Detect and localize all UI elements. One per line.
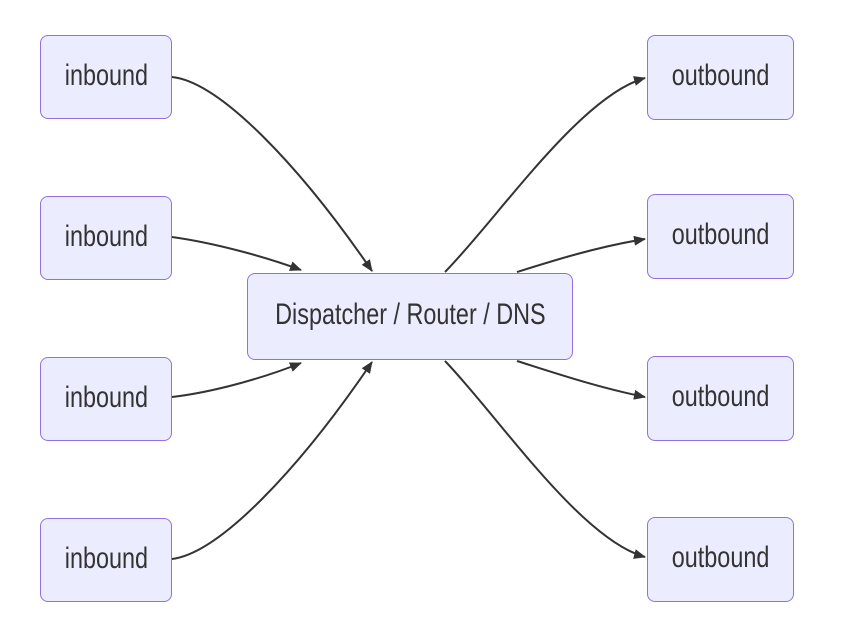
edge-dispatcher-to-outbound-4 [444,360,646,559]
node-outbound-4: outbound [647,517,794,602]
node-outbound-1-label: outbound [671,59,770,92]
edge-dispatcher-to-outbound-1 [444,76,646,273]
node-outbound-3: outbound [647,356,794,441]
node-dispatcher-router-dns: Dispatcher / Router / DNS [247,273,573,360]
node-outbound-4-label: outbound [671,541,770,574]
node-outbound-3-label: outbound [671,380,770,413]
node-inbound-4-label: inbound [64,541,148,575]
node-dispatcher-router-dns-label: Dispatcher / Router / DNS [274,298,546,331]
node-inbound-3-label: inbound [64,380,148,414]
edge-inbound-2-to-dispatcher [171,236,302,271]
node-inbound-2-label: inbound [64,219,148,253]
node-outbound-2-label: outbound [671,218,770,251]
node-inbound-4: inbound [40,518,172,602]
edge-inbound-4-to-dispatcher [171,361,373,560]
node-inbound-1: inbound [40,35,172,119]
node-outbound-2: outbound [647,194,794,279]
node-inbound-3: inbound [40,357,172,441]
edge-dispatcher-to-outbound-2 [516,235,646,273]
edge-inbound-3-to-dispatcher [171,362,302,398]
node-outbound-1: outbound [647,35,794,120]
node-inbound-2: inbound [40,196,172,280]
node-inbound-1-label: inbound [64,58,148,92]
edge-inbound-1-to-dispatcher [171,76,373,272]
edge-dispatcher-to-outbound-3 [516,360,646,400]
